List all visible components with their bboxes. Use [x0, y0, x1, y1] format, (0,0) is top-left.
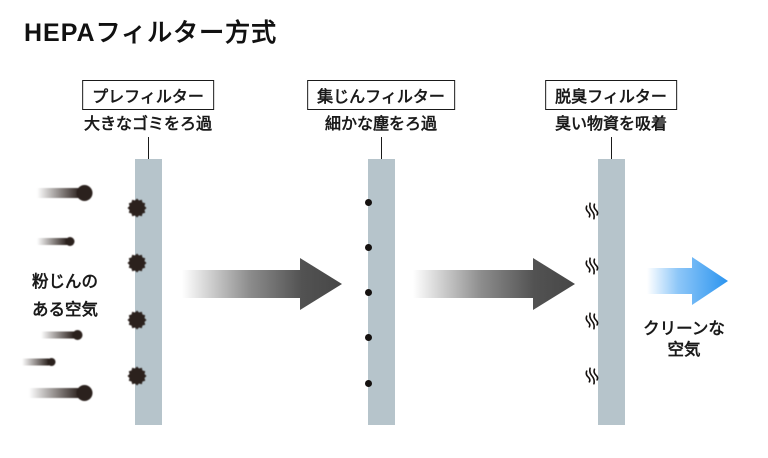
dusty-air-line2: ある空気: [32, 301, 98, 319]
dusty-air-label: 粉じんの ある空気: [15, 268, 115, 324]
dust-particle-icon: [127, 366, 147, 386]
prefilter-connector-line: [147, 137, 149, 165]
deodorizing-filter-bar: [598, 159, 625, 425]
comet-particle-icon: [41, 330, 83, 340]
deodorizing-filter-label: 脱臭フィルター: [555, 89, 667, 106]
dust-filter-desc: 細かな塵をろ過: [324, 116, 438, 133]
dusty-air-line1: 粉じんの: [32, 273, 98, 291]
dust-particle-icon: [127, 253, 147, 273]
comet-particle-icon: [37, 185, 93, 201]
dust-filter-connector-line: [380, 137, 382, 165]
flow-arrow-blue-icon: [647, 257, 728, 305]
fine-dust-dot-icon: [364, 333, 372, 341]
prefilter-desc: 大きなゴミをろ過: [83, 116, 213, 133]
dust-filter-bar: [368, 159, 395, 425]
dust-filter-label: 集じんフィルター: [317, 89, 445, 106]
clean-air-line2: 空気: [667, 341, 701, 359]
flow-arrow-dark-icon: [413, 258, 575, 310]
flow-arrow-dark-icon: [182, 258, 342, 310]
comet-particle-icon: [22, 358, 56, 366]
fine-dust-dot-icon: [364, 288, 372, 296]
prefilter-label: プレフィルター: [92, 89, 204, 106]
odor-icon: [585, 367, 599, 385]
comet-particle-icon: [37, 237, 75, 246]
dust-particle-icon: [127, 310, 147, 330]
fine-dust-dot-icon: [364, 243, 372, 251]
dust-particle-icon: [127, 198, 147, 218]
deodorizing-filter-connector-line: [610, 137, 612, 165]
prefilter-label-box: プレフィルター: [82, 80, 214, 110]
fine-dust-dot-icon: [364, 198, 372, 206]
fine-dust-dot-icon: [364, 379, 372, 387]
clean-air-label: クリーンな 空気: [634, 319, 734, 361]
comet-particle-icon: [29, 385, 93, 401]
clean-air-line1: クリーンな: [643, 320, 725, 338]
dust-filter-label-box: 集じんフィルター: [307, 80, 455, 110]
odor-icon: [585, 202, 599, 220]
odor-icon: [585, 257, 599, 275]
deodorizing-filter-desc: 臭い物資を吸着: [554, 116, 668, 133]
deodorizing-filter-label-box: 脱臭フィルター: [545, 80, 677, 110]
diagram-title: HEPAフィルター方式: [24, 19, 278, 47]
odor-icon: [585, 312, 599, 330]
